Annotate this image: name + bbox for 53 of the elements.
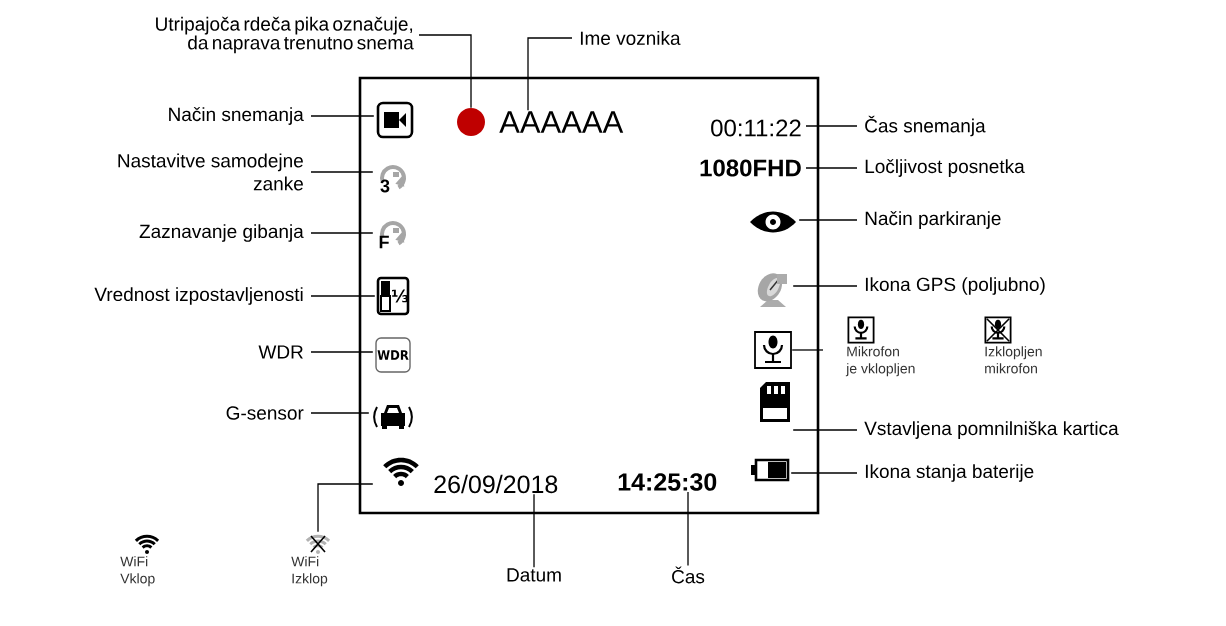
leader-line	[792, 429, 858, 431]
leader-line	[527, 37, 573, 111]
leader-line	[310, 351, 374, 353]
callout-label: Ločljivost posnetka	[865, 159, 1025, 177]
icon-caption: WiFi Vklop	[120, 556, 155, 587]
callout-label: Utripajoča rdeča pika označuje, da naprava trenutno snema	[156, 16, 414, 54]
icon-caption: Izklopljen mikrofon	[985, 346, 1042, 374]
callout-label: Nastavitve samodejne zanke	[118, 153, 303, 191]
callout-label: Čas	[672, 566, 705, 584]
callout-label: WDR	[258, 345, 303, 359]
callout-label: Čas snemanja	[865, 115, 986, 137]
leader-line	[791, 349, 824, 351]
callout-label: Vstavljena pomnilniška kartica	[864, 421, 1119, 439]
leader-line	[805, 167, 858, 169]
battery-icon	[751, 458, 790, 482]
callout-label: Način snemanja	[169, 107, 304, 125]
leader-line	[798, 219, 858, 221]
icon-caption: Mikrofon je vklopljen	[845, 346, 915, 377]
leader-line	[310, 412, 370, 414]
memory-card-icon	[760, 382, 790, 422]
time-text: 14:25:30	[618, 473, 717, 491]
leader-line	[790, 472, 858, 474]
callout-label: Način parkiranje	[865, 211, 1001, 229]
leader-line	[533, 493, 535, 568]
satellite-dish-icon	[757, 273, 787, 307]
callout-label: Ikona stanja baterije	[865, 464, 1034, 482]
leader-line	[687, 491, 689, 567]
microphone-icon	[754, 331, 792, 369]
car-icon	[373, 405, 413, 429]
leader-line	[310, 115, 375, 117]
callout-label: Zaznavanje gibanja	[139, 224, 304, 242]
icon-caption: WiFi Izklop	[291, 556, 328, 587]
leader-line	[792, 285, 858, 287]
leader-line	[317, 483, 374, 533]
leader-line	[310, 171, 374, 173]
wifi-icon	[383, 457, 419, 486]
timer-text: 00:11:22	[711, 119, 801, 137]
callout-label: Vrednost izpostavljenosti	[94, 287, 303, 305]
leader-line	[418, 34, 472, 109]
resolution-text: 1080FHD	[700, 159, 801, 177]
leader-line	[310, 232, 374, 234]
eye-icon	[750, 211, 796, 233]
recording-dot	[457, 108, 485, 136]
callout-label: G-sensor	[226, 406, 304, 420]
leader-line	[805, 125, 858, 127]
date-text: 26/09/2018	[434, 474, 558, 494]
driver-name-text: AAAAAA	[499, 111, 624, 133]
callout-label: Ime voznika	[580, 31, 681, 45]
callout-label: Datum	[507, 568, 561, 582]
callout-label: Ikona GPS (poljubno)	[865, 277, 1045, 295]
video-camera-icon	[376, 101, 414, 139]
screen-frame	[358, 76, 820, 515]
leader-line	[310, 295, 376, 297]
